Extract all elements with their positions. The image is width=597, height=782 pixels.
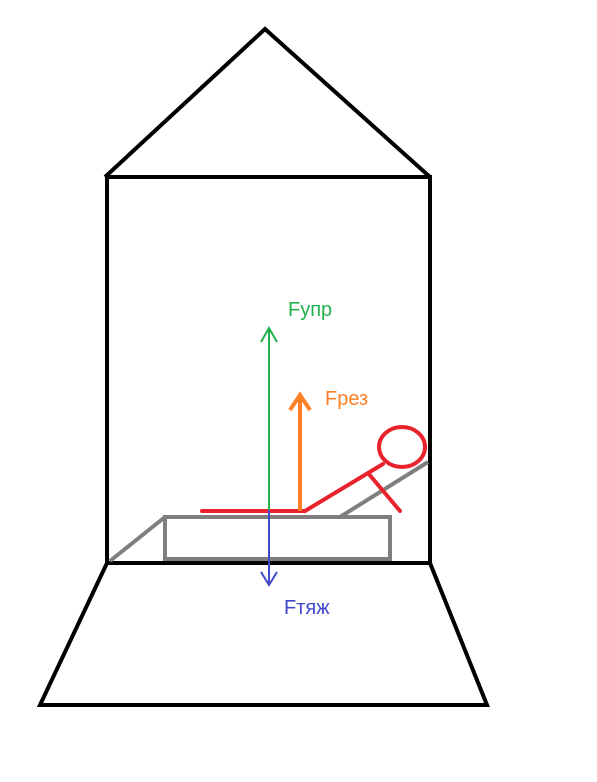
person-arm bbox=[366, 471, 402, 513]
nose-cone bbox=[103, 26, 432, 179]
gravity-force-head bbox=[260, 571, 278, 587]
resultant-force-label: Fрез bbox=[325, 388, 368, 410]
elastic-force-head bbox=[260, 325, 278, 343]
resultant-force-head bbox=[288, 391, 312, 412]
bed-frame bbox=[163, 515, 392, 561]
resultant-force-arrow bbox=[288, 391, 312, 511]
person bbox=[200, 425, 427, 513]
person-head bbox=[377, 425, 427, 469]
base-trapezoid bbox=[36, 561, 490, 707]
elastic-force-arrow bbox=[260, 325, 278, 510]
gravity-force-arrow bbox=[260, 510, 278, 587]
elastic-force-label: Fупр bbox=[288, 299, 332, 321]
person-torso bbox=[303, 462, 385, 513]
rocket-body bbox=[36, 26, 490, 707]
bed-left-leg bbox=[108, 515, 167, 563]
gravity-force-label: Fтяж bbox=[284, 597, 330, 619]
